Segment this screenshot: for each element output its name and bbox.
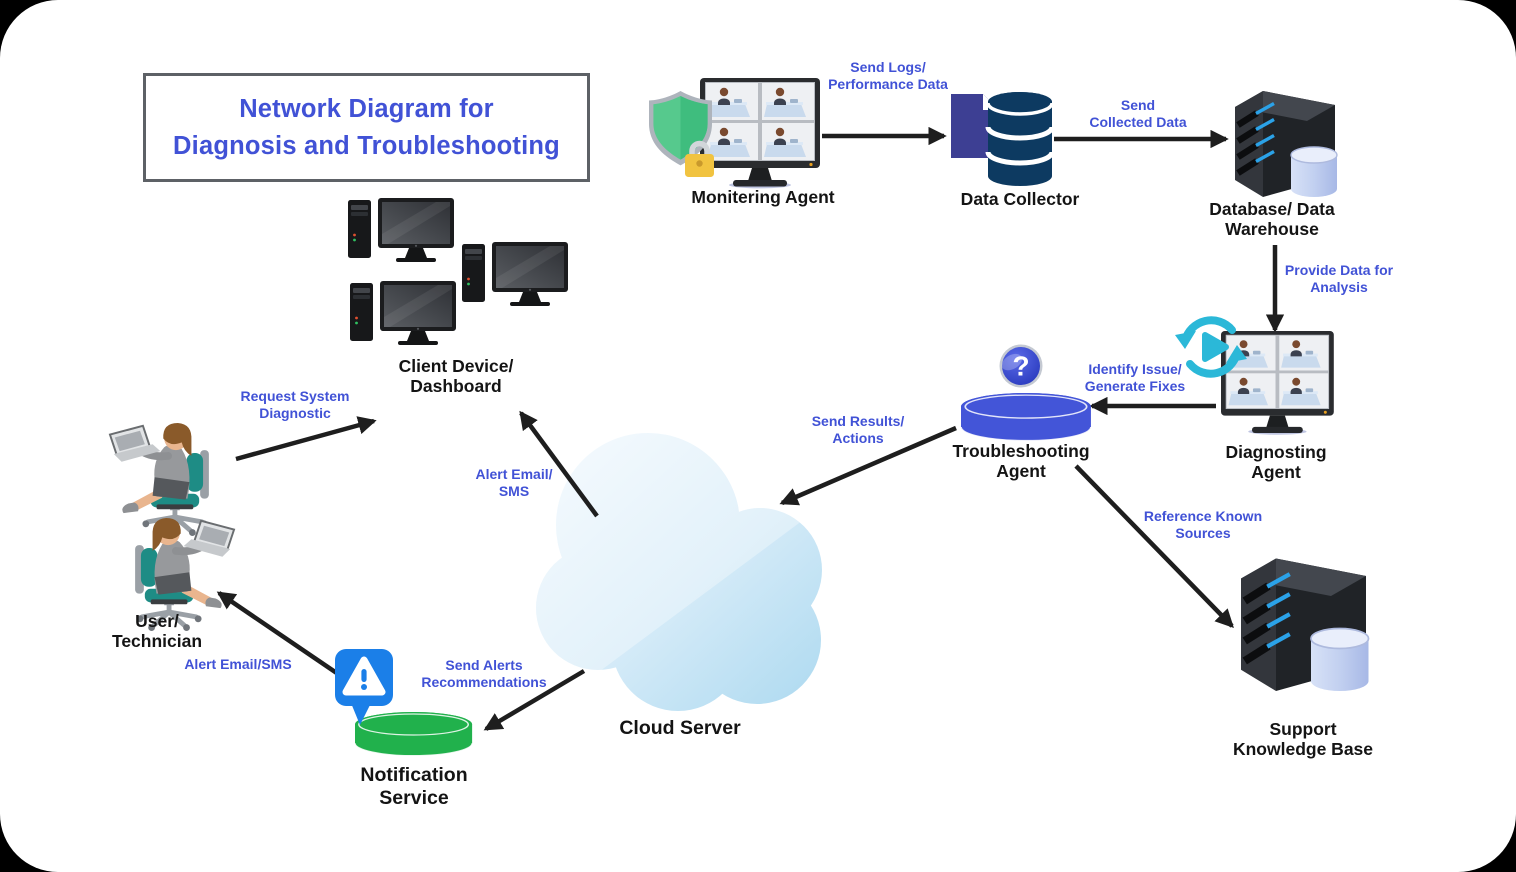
arrows: [216, 126, 1285, 731]
question-icon: ?: [999, 344, 1043, 388]
question-glyph: ?: [1012, 351, 1029, 382]
label-client-device: Client Device/ Dashboard: [398, 356, 514, 397]
user-technician-icon: [110, 423, 234, 631]
notification-cylinder-icon: [354, 711, 473, 757]
label-support-knowledge-base: Support Knowledge Base: [1232, 719, 1374, 760]
label-send-alerts: Send Alerts Recommendations: [421, 657, 547, 690]
client-device-icon: [348, 198, 568, 345]
label-data-collector: Data Collector: [960, 189, 1080, 209]
alert-bubble-icon: [335, 649, 393, 725]
arrow-send-alerts: [483, 669, 586, 731]
label-diagnosing-agent: Diagnosting Agent: [1225, 442, 1327, 483]
data-collector-icon: [951, 92, 1055, 186]
label-send-results: Send Results/ Actions: [811, 413, 905, 446]
label-alert-email-cloud: Alert Email/ SMS: [475, 466, 553, 499]
monitoring-agent-monitor-icon: [700, 78, 820, 188]
arrow-reference-sources: [1074, 464, 1234, 628]
label-troubleshooting-agent: Troubleshooting Agent: [952, 441, 1090, 482]
arrow-send-results: [779, 425, 957, 506]
cloud-server-icon: [536, 433, 822, 711]
label-database-warehouse: Database/ Data Warehouse: [1209, 199, 1335, 240]
label-alert-email-user: Alert Email/SMS: [184, 656, 292, 672]
label-user-technician: User/ Technician: [111, 611, 203, 652]
refresh-icon: [1175, 316, 1247, 378]
arrow-request-diagnostic: [235, 416, 377, 462]
label-cloud-server: Cloud Server: [619, 717, 741, 739]
arrow-alert-email-cloud: [519, 410, 599, 518]
title-box: Network Diagram for Diagnosis and Troubl…: [143, 73, 590, 182]
label-request-diagnostic: Request System Diagnostic: [240, 388, 350, 421]
desktop-pc-icon: [462, 242, 568, 306]
diagram-title: Network Diagram for Diagnosis and Troubl…: [173, 95, 560, 160]
label-identify-issue: Identify Issue/ Generate Fixes: [1084, 361, 1186, 394]
label-reference-sources: Reference Known Sources: [1143, 508, 1263, 541]
label-send-collected: Send Collected Data: [1089, 97, 1187, 130]
person-icon: [110, 423, 209, 536]
lock-icon: [685, 140, 714, 177]
database-warehouse-server-icon: [1235, 91, 1337, 197]
troubleshooting-cylinder-icon: [960, 392, 1092, 442]
label-monitoring-agent: Monitering Agent: [691, 187, 835, 207]
label-send-logs: Send Logs/ Performance Data: [828, 59, 948, 92]
label-provide-data: Provide Data for Analysis: [1284, 262, 1394, 295]
desktop-pc-icon: [350, 281, 456, 345]
support-kb-server-icon: [1241, 559, 1369, 692]
desktop-pc-icon: [348, 198, 454, 262]
label-notification-service: Notification Service: [360, 764, 468, 809]
arrow-alert-email-user: [216, 591, 346, 680]
database-cylinder-icon: [985, 92, 1055, 186]
